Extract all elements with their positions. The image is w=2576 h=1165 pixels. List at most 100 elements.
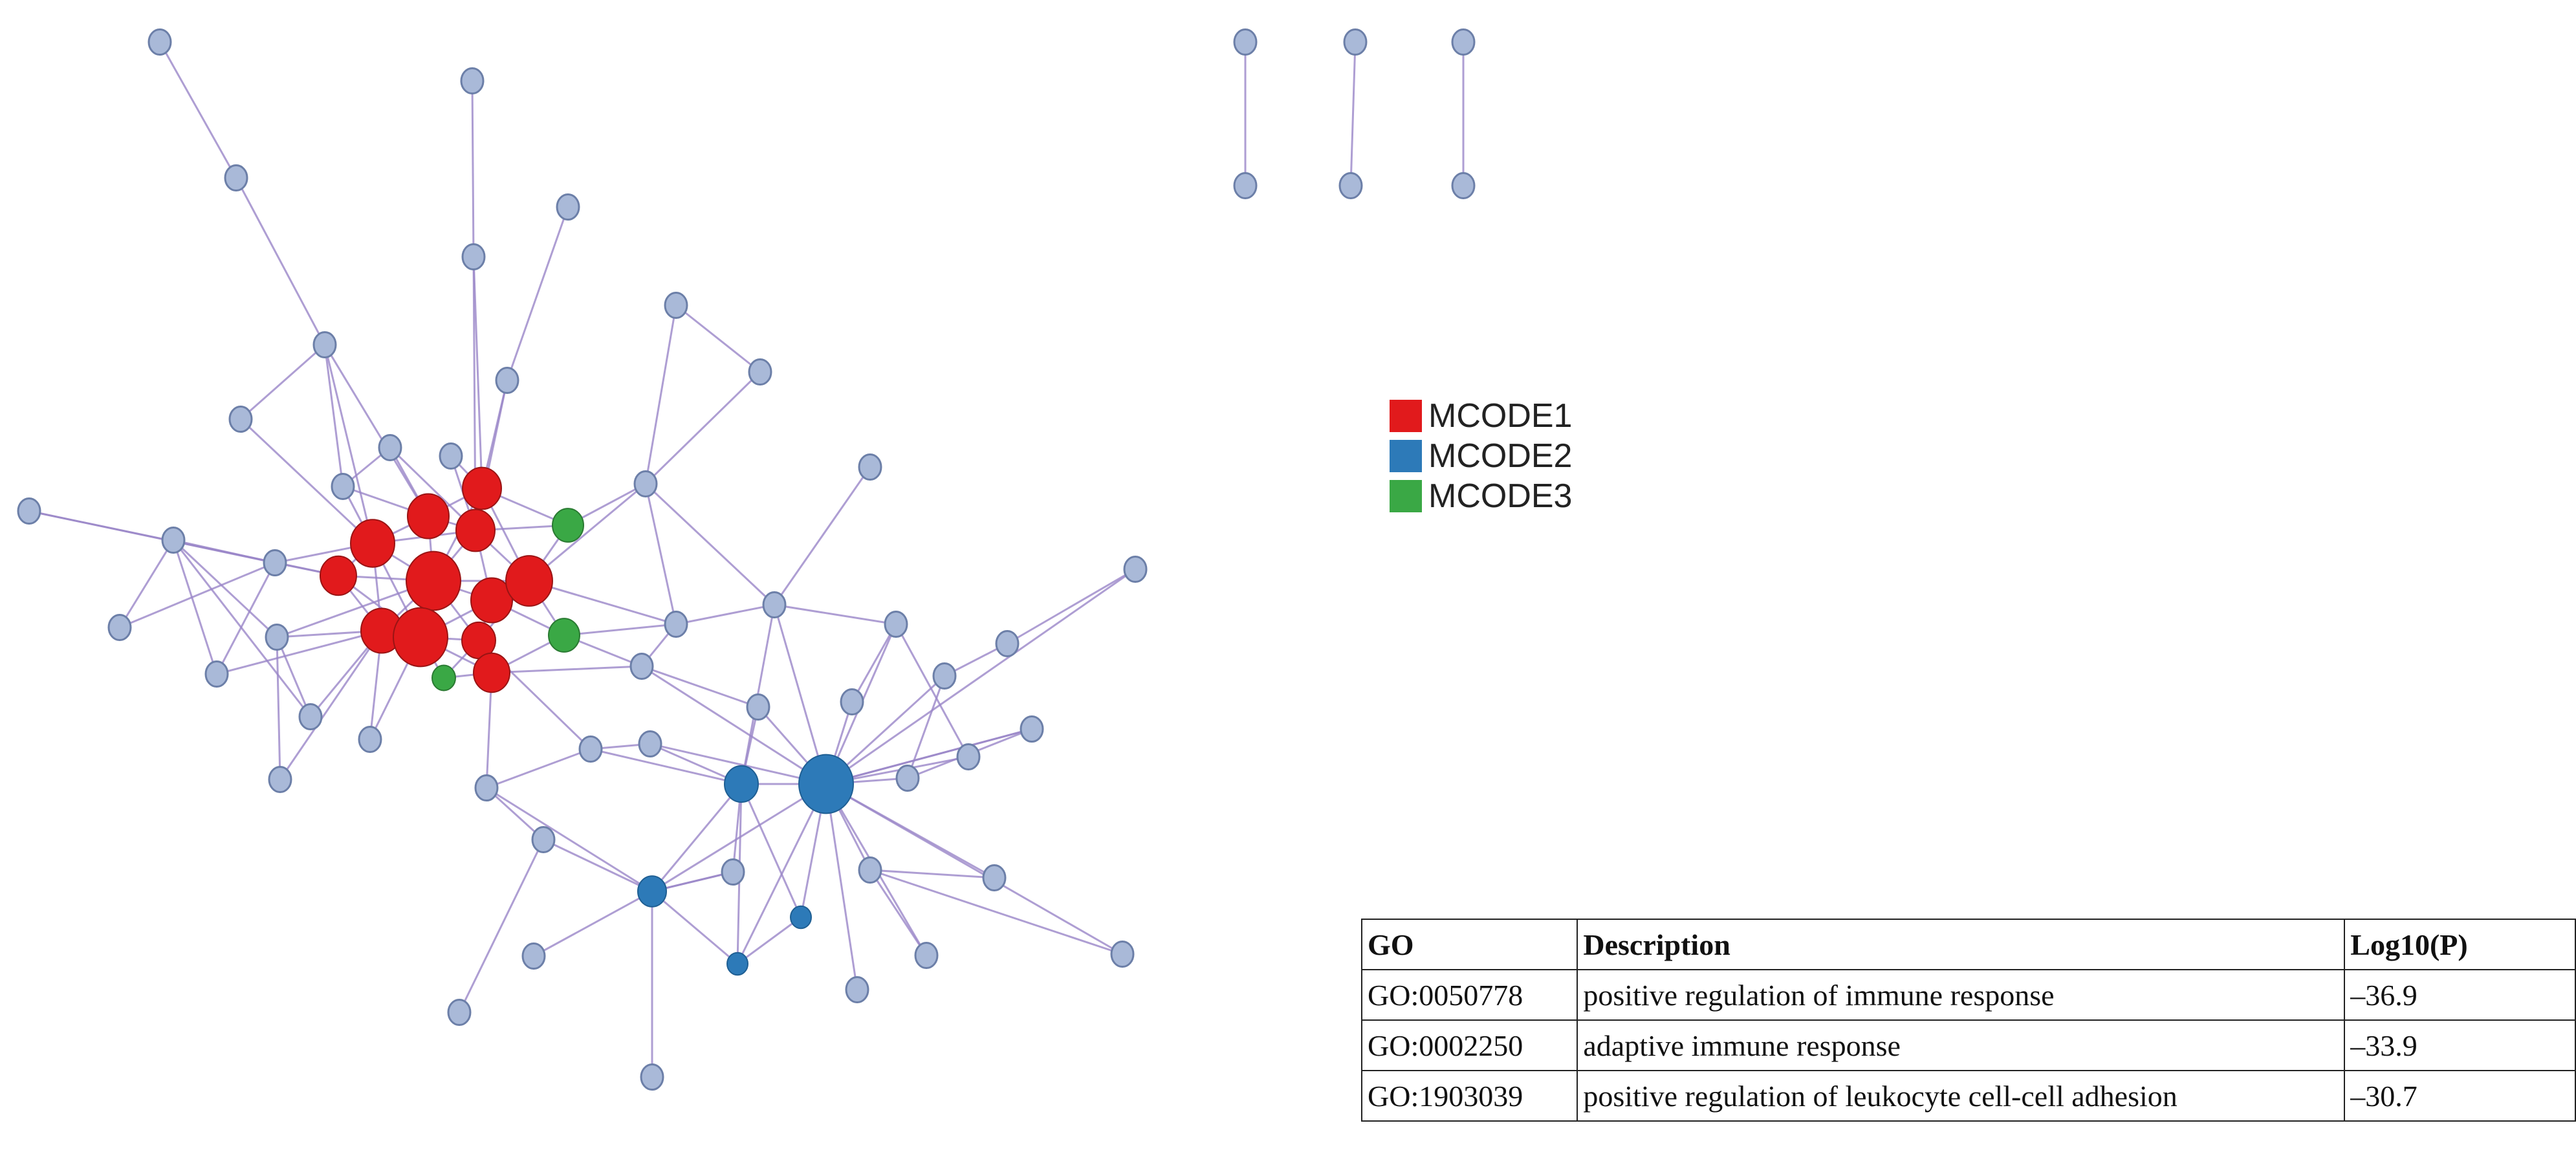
network-edge — [644, 305, 677, 485]
table-row: GO:1903039 positive regulation of leukoc… — [1360, 1070, 2576, 1122]
network-edge — [215, 562, 276, 675]
network-edge — [533, 890, 653, 957]
network-edge — [906, 675, 946, 779]
network-edge — [675, 604, 775, 626]
network-edge — [276, 637, 281, 780]
network-edge — [641, 665, 827, 785]
network-edge — [172, 539, 312, 717]
network-edge — [737, 916, 802, 965]
cell-go-id: GO:1903039 — [1360, 1070, 1578, 1122]
mcode2-node — [798, 754, 854, 814]
network-node — [204, 660, 229, 688]
network-edge — [563, 623, 677, 637]
mcode1-node — [473, 652, 510, 693]
mcode1-node — [350, 519, 395, 568]
network-node — [265, 623, 289, 651]
network-edge — [235, 177, 326, 345]
mcode1-node — [462, 466, 502, 510]
network-node — [1020, 715, 1044, 743]
network-node — [228, 405, 253, 433]
go-enrichment-table: GO Description Log10(P) GO:0050778 posit… — [1360, 919, 2576, 1122]
header-go: GO — [1360, 919, 1578, 970]
network-node — [521, 942, 546, 970]
header-description: Description — [1577, 919, 2346, 970]
network-edges — [28, 41, 1465, 1077]
cell-go-id: GO:0050778 — [1360, 969, 1578, 1021]
network-node — [556, 193, 580, 221]
network-node — [982, 864, 1007, 892]
header-log10p: Log10(P) — [2344, 919, 2576, 970]
network-edge — [172, 539, 218, 675]
network-edge — [641, 665, 759, 708]
network-edge — [740, 783, 802, 918]
mcode3-node — [431, 664, 456, 691]
network-edge — [1007, 568, 1136, 645]
mcode2-node — [637, 875, 667, 908]
legend-swatch-mcode2 — [1390, 440, 1422, 472]
cluster-legend: MCODE1 MCODE2 MCODE3 — [1390, 396, 1572, 516]
mcode3-node — [552, 508, 584, 543]
legend-item-mcode2: MCODE2 — [1390, 436, 1572, 476]
network-node — [721, 858, 745, 886]
network-edge — [239, 418, 374, 545]
network-edge — [173, 539, 276, 564]
network-edge — [869, 869, 928, 956]
table-row: GO:0002250 adaptive immune response –33.… — [1360, 1019, 2576, 1071]
network-edge — [774, 604, 897, 626]
cell-log10p: –30.7 — [2344, 1070, 2576, 1122]
network-edge — [279, 630, 383, 780]
network-node — [1110, 940, 1135, 968]
network-edge — [543, 838, 653, 893]
network-edge — [472, 256, 483, 489]
cell-log10p: –36.9 — [2344, 969, 2576, 1021]
network-node — [495, 366, 519, 395]
mcode3-node — [548, 618, 580, 653]
network-node — [995, 629, 1020, 658]
network-edge — [458, 839, 545, 1013]
mcode2-node — [724, 765, 759, 803]
network-edge — [644, 483, 677, 625]
network-node — [895, 764, 920, 792]
mcode1-node — [505, 555, 553, 607]
network-edge — [825, 783, 858, 990]
legend-swatch-mcode3 — [1390, 480, 1422, 512]
cell-description: adaptive immune response — [1577, 1019, 2346, 1071]
legend-label-mcode3: MCODE3 — [1428, 477, 1573, 515]
network-edge — [1349, 41, 1357, 186]
network-edge — [651, 783, 827, 893]
network-node — [633, 470, 658, 498]
network-node — [840, 688, 864, 716]
network-node — [161, 526, 186, 554]
network-node — [224, 164, 248, 192]
network-node — [17, 497, 41, 525]
network-node — [858, 453, 882, 481]
network-node — [298, 702, 323, 731]
network-edge — [651, 783, 743, 892]
cell-log10p: –33.9 — [2344, 1019, 2576, 1071]
network-edge — [172, 539, 278, 638]
network-node — [884, 610, 908, 638]
network-node — [460, 67, 485, 95]
network-edge — [644, 371, 761, 485]
network-node — [1451, 28, 1476, 56]
network-node — [1233, 171, 1258, 200]
table-row: GO:0050778 positive regulation of immune… — [1360, 969, 2576, 1021]
cell-description: positive regulation of leukocyte cell-ce… — [1577, 1070, 2346, 1122]
network-node — [378, 433, 402, 462]
network-edge — [486, 787, 653, 893]
network-node — [447, 998, 472, 1027]
network-node — [638, 730, 662, 758]
network-node — [147, 28, 172, 56]
network-edge — [158, 41, 237, 179]
network-edge — [590, 748, 742, 785]
network-edge — [118, 539, 175, 628]
network-node — [474, 774, 499, 802]
network-node — [578, 735, 603, 763]
network-node — [331, 472, 355, 501]
network-edge — [649, 743, 827, 785]
network-node — [439, 442, 463, 470]
network-node — [858, 856, 882, 884]
network-edge — [851, 624, 897, 702]
network-node — [358, 725, 382, 754]
legend-label-mcode2: MCODE2 — [1428, 437, 1573, 475]
